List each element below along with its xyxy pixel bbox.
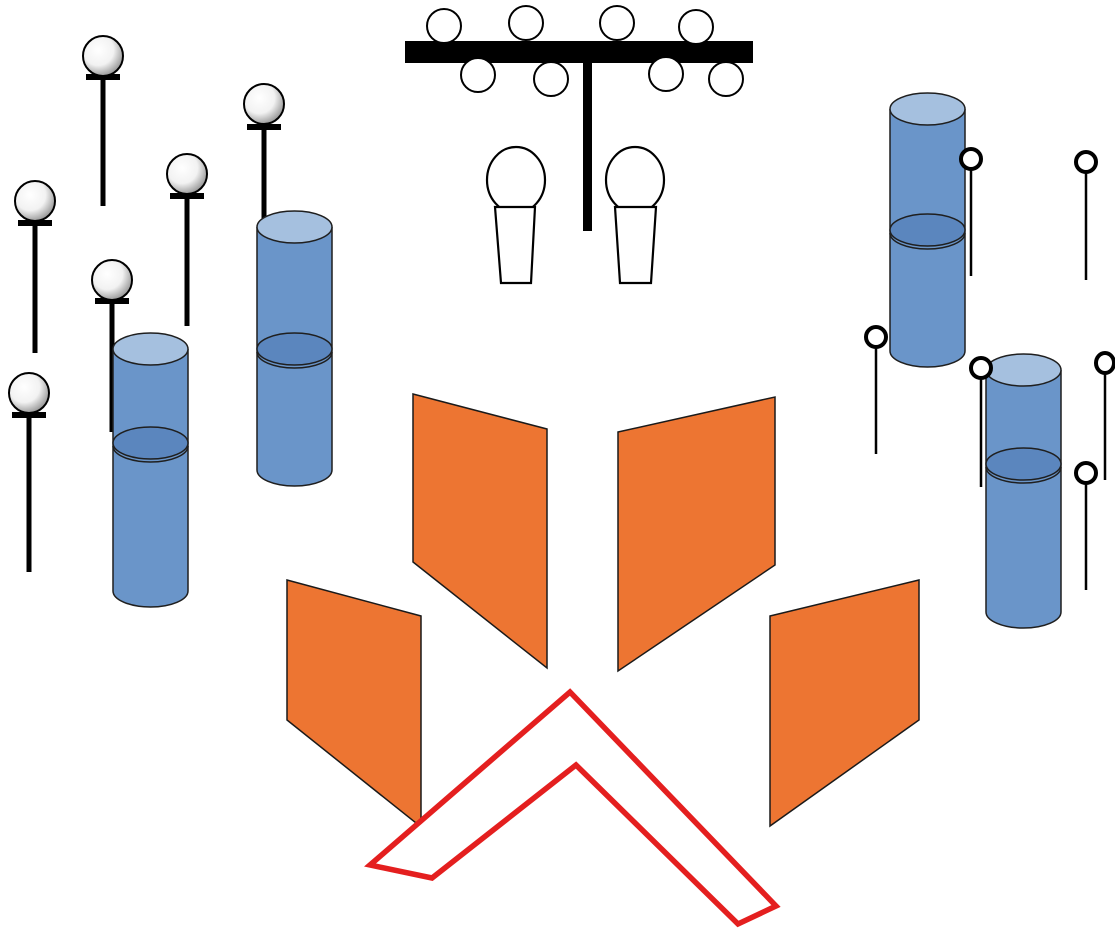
- ball-stand-icon: [243, 83, 285, 254]
- ball-stand-icon: [14, 180, 56, 353]
- marker-pin-icon: [969, 356, 993, 487]
- ball-stand-icon: [8, 372, 50, 572]
- water-cylinder-icon: [985, 353, 1062, 629]
- panel-wedge-icon: [412, 393, 548, 670]
- marker-pin-icon: [1074, 461, 1098, 590]
- water-cylinder-icon: [889, 92, 966, 368]
- panel-wedge-icon: [769, 579, 920, 828]
- marker-pin-icon: [1094, 351, 1115, 480]
- spotlight-icon: [604, 145, 666, 285]
- ball-stand-icon: [166, 153, 208, 326]
- panel-wedge-icon: [286, 579, 422, 829]
- ball-stand-icon: [91, 259, 133, 432]
- marker-pin-icon: [864, 325, 888, 454]
- marker-pin-icon: [959, 147, 983, 276]
- chevron-up-outline-icon: [364, 688, 781, 928]
- truss-lamp: [426, 5, 744, 97]
- water-cylinder-icon: [256, 210, 333, 487]
- water-cylinder-icon: [112, 332, 189, 608]
- spotlight-icon: [485, 145, 547, 285]
- ball-stand-icon: [82, 35, 124, 206]
- light-truss-icon: [405, 5, 753, 231]
- panel-wedge-icon: [617, 396, 776, 673]
- marker-pin-icon: [1074, 150, 1098, 280]
